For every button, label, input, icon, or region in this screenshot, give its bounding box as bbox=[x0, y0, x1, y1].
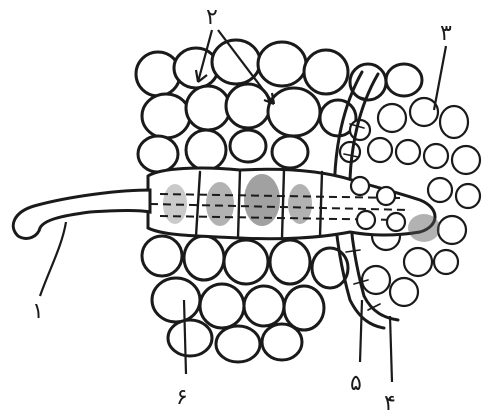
label-3: ۳ bbox=[440, 21, 452, 46]
small-cell bbox=[351, 177, 369, 195]
cortex-cell bbox=[272, 136, 308, 168]
cortex-cell bbox=[142, 236, 182, 276]
small-cell bbox=[377, 187, 395, 205]
cortex-cell bbox=[244, 286, 284, 326]
small-cell bbox=[434, 250, 458, 274]
label-2: ۲ bbox=[206, 5, 218, 30]
cortex-cell bbox=[186, 130, 226, 170]
small-cell bbox=[378, 104, 406, 132]
leader-line-1 bbox=[40, 222, 66, 296]
lateral-root-body bbox=[148, 168, 440, 242]
small-cell bbox=[404, 248, 432, 276]
small-cell bbox=[456, 184, 480, 208]
root-hair bbox=[13, 190, 150, 238]
small-cell bbox=[350, 120, 370, 140]
cortex-cell bbox=[386, 64, 422, 96]
cortex-cell bbox=[142, 94, 190, 138]
small-cell bbox=[424, 144, 448, 168]
cortex-cell bbox=[216, 326, 260, 362]
cortex-cell bbox=[284, 286, 324, 330]
cortex-cell bbox=[138, 136, 178, 172]
cortex-cell bbox=[258, 42, 306, 86]
label-4: ۴ bbox=[384, 391, 396, 416]
cortex-cell bbox=[184, 236, 224, 280]
lateral-root-origin bbox=[408, 214, 440, 242]
cortex-cell bbox=[270, 240, 310, 284]
cortex-cell bbox=[224, 240, 268, 284]
small-cell bbox=[428, 178, 452, 202]
root-hair-outline bbox=[13, 190, 150, 238]
small-cell bbox=[387, 213, 405, 231]
dense-cytoplasm bbox=[244, 174, 280, 226]
label-5: ۵ bbox=[350, 371, 362, 396]
leader-line-5 bbox=[360, 300, 362, 362]
cortex-cell bbox=[268, 88, 320, 136]
cortex-cell bbox=[186, 86, 230, 130]
cortex-cell bbox=[230, 130, 266, 162]
small-cell bbox=[396, 140, 420, 164]
label-1: ۱ bbox=[32, 299, 44, 324]
cortex-cell bbox=[152, 278, 200, 322]
cortex-cell bbox=[304, 50, 348, 94]
cortex-cell bbox=[262, 324, 302, 360]
label-6: ۶ bbox=[176, 385, 188, 410]
leader-line-3 bbox=[434, 46, 446, 110]
small-cell bbox=[390, 278, 418, 306]
cortex-cell bbox=[168, 320, 212, 356]
cortex-cell bbox=[200, 284, 244, 328]
small-cell bbox=[440, 106, 468, 138]
small-cell bbox=[438, 216, 466, 244]
small-cell bbox=[410, 98, 438, 126]
small-cell bbox=[357, 211, 375, 229]
small-cell bbox=[340, 142, 360, 162]
small-cell bbox=[452, 146, 480, 174]
small-cell bbox=[368, 138, 392, 162]
dense-cytoplasm bbox=[206, 182, 234, 226]
leader-line-4 bbox=[390, 316, 392, 382]
